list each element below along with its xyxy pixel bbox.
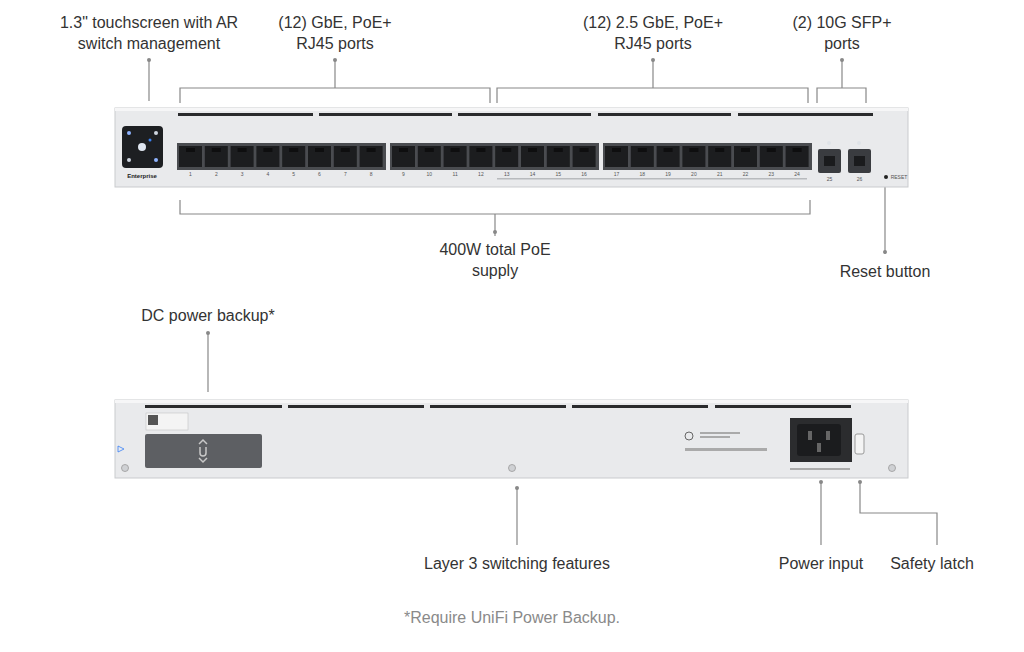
callout-label: Safety latch [877, 553, 987, 574]
port-number: 18 [632, 171, 652, 177]
port-number: 14 [523, 171, 543, 177]
port-number: 16 [574, 171, 594, 177]
port-number: 12 [471, 171, 491, 177]
callout-label: Power input [766, 553, 876, 574]
port-number: 2 [206, 171, 226, 177]
callout-label: 1.3" touchscreen with AR switch manageme… [39, 12, 259, 54]
callout-label: (2) 10G SFP+ ports [789, 12, 895, 54]
port-number: 9 [394, 171, 414, 177]
port-number: 11 [445, 171, 465, 177]
port-number: 8 [361, 171, 381, 177]
callout-label: (12) 2.5 GbE, PoE+ RJ45 ports [577, 12, 729, 54]
port-number: 4 [258, 171, 278, 177]
caption: *Require UniFi Power Backup. [312, 608, 712, 628]
port-number: 25 [820, 176, 840, 182]
port-number: 3 [232, 171, 252, 177]
callout-label: Reset button [820, 261, 950, 282]
port-number: 20 [684, 171, 704, 177]
port-number: 10 [419, 171, 439, 177]
callout-label: Layer 3 switching features [402, 553, 632, 574]
port-number: 5 [284, 171, 304, 177]
port-number: 17 [607, 171, 627, 177]
port-number: 15 [548, 171, 568, 177]
port-number: 23 [761, 171, 781, 177]
port-number: 1 [181, 171, 201, 177]
port-number: 13 [497, 171, 517, 177]
callout-label: 400W total PoE supply [429, 239, 561, 281]
callout-label: DC power backup* [123, 305, 293, 326]
button-label: RESET [889, 174, 909, 180]
port-number: 21 [710, 171, 730, 177]
port-number: 6 [310, 171, 330, 177]
port-number: 26 [850, 176, 870, 182]
port-number: 24 [787, 171, 807, 177]
callout-label: (12) GbE, PoE+ RJ45 ports [270, 12, 400, 54]
brand-mark: Enterprise [122, 173, 162, 179]
port-number: 7 [335, 171, 355, 177]
port-number: 19 [658, 171, 678, 177]
port-number: 22 [736, 171, 756, 177]
